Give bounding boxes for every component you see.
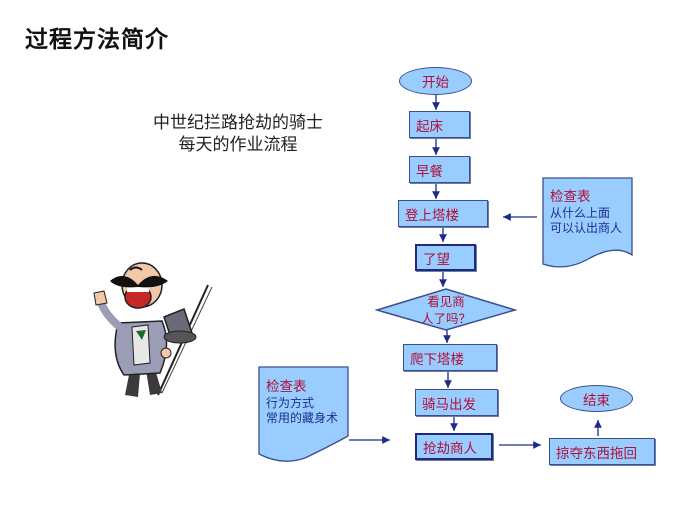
- flow-decision-label: 看见商 人了吗？: [404, 293, 488, 327]
- subtitle-line-2: 每天的作业流程: [178, 135, 298, 155]
- subtitle-line-1: 中世纪拦路抢劫的骑士: [153, 113, 323, 133]
- flow-step-breakfast: 早餐: [409, 156, 470, 183]
- checklist-note-2: 检查表 行为方式 常用的藏身术: [266, 380, 338, 426]
- flow-step-lookout: 了望: [415, 244, 476, 271]
- slide-title: 过程方法简介: [25, 27, 169, 53]
- note-2-line-1: 行为方式: [266, 396, 315, 410]
- checklist-note-shape-1: [542, 177, 633, 268]
- flow-end-node: 结束: [560, 385, 633, 412]
- decision-diamond: [374, 288, 518, 331]
- decision-line-1: 看见商: [427, 294, 465, 309]
- flow-step-rob-merchant: 抢劫商人: [415, 433, 493, 460]
- flow-step-climb-down: 爬下塔楼: [403, 344, 497, 371]
- slide-subtitle: 中世纪拦路抢劫的骑士 每天的作业流程: [138, 112, 338, 156]
- decision-line-2: 人了吗？: [420, 311, 471, 326]
- knight-illustration: [93, 262, 213, 397]
- note-1-heading: 检查表: [550, 189, 591, 205]
- flow-step-ride-out: 骑马出发: [415, 389, 498, 416]
- note-1-line-1: 从什么上面: [550, 206, 611, 220]
- flow-step-get-up: 起床: [409, 111, 470, 138]
- flow-step-climb-tower: 登上塔楼: [398, 200, 488, 227]
- flow-step-haul-loot: 掠夺东西拖回: [549, 438, 655, 465]
- note-2-heading: 检查表: [266, 379, 307, 395]
- note-2-line-2: 常用的藏身术: [266, 411, 339, 425]
- checklist-note-1: 检查表 从什么上面 可以认出商人: [550, 190, 622, 236]
- note-1-line-2: 可以认出商人: [550, 221, 623, 235]
- checklist-note-shape-2: [258, 366, 349, 462]
- flow-start-node: 开始: [399, 67, 472, 95]
